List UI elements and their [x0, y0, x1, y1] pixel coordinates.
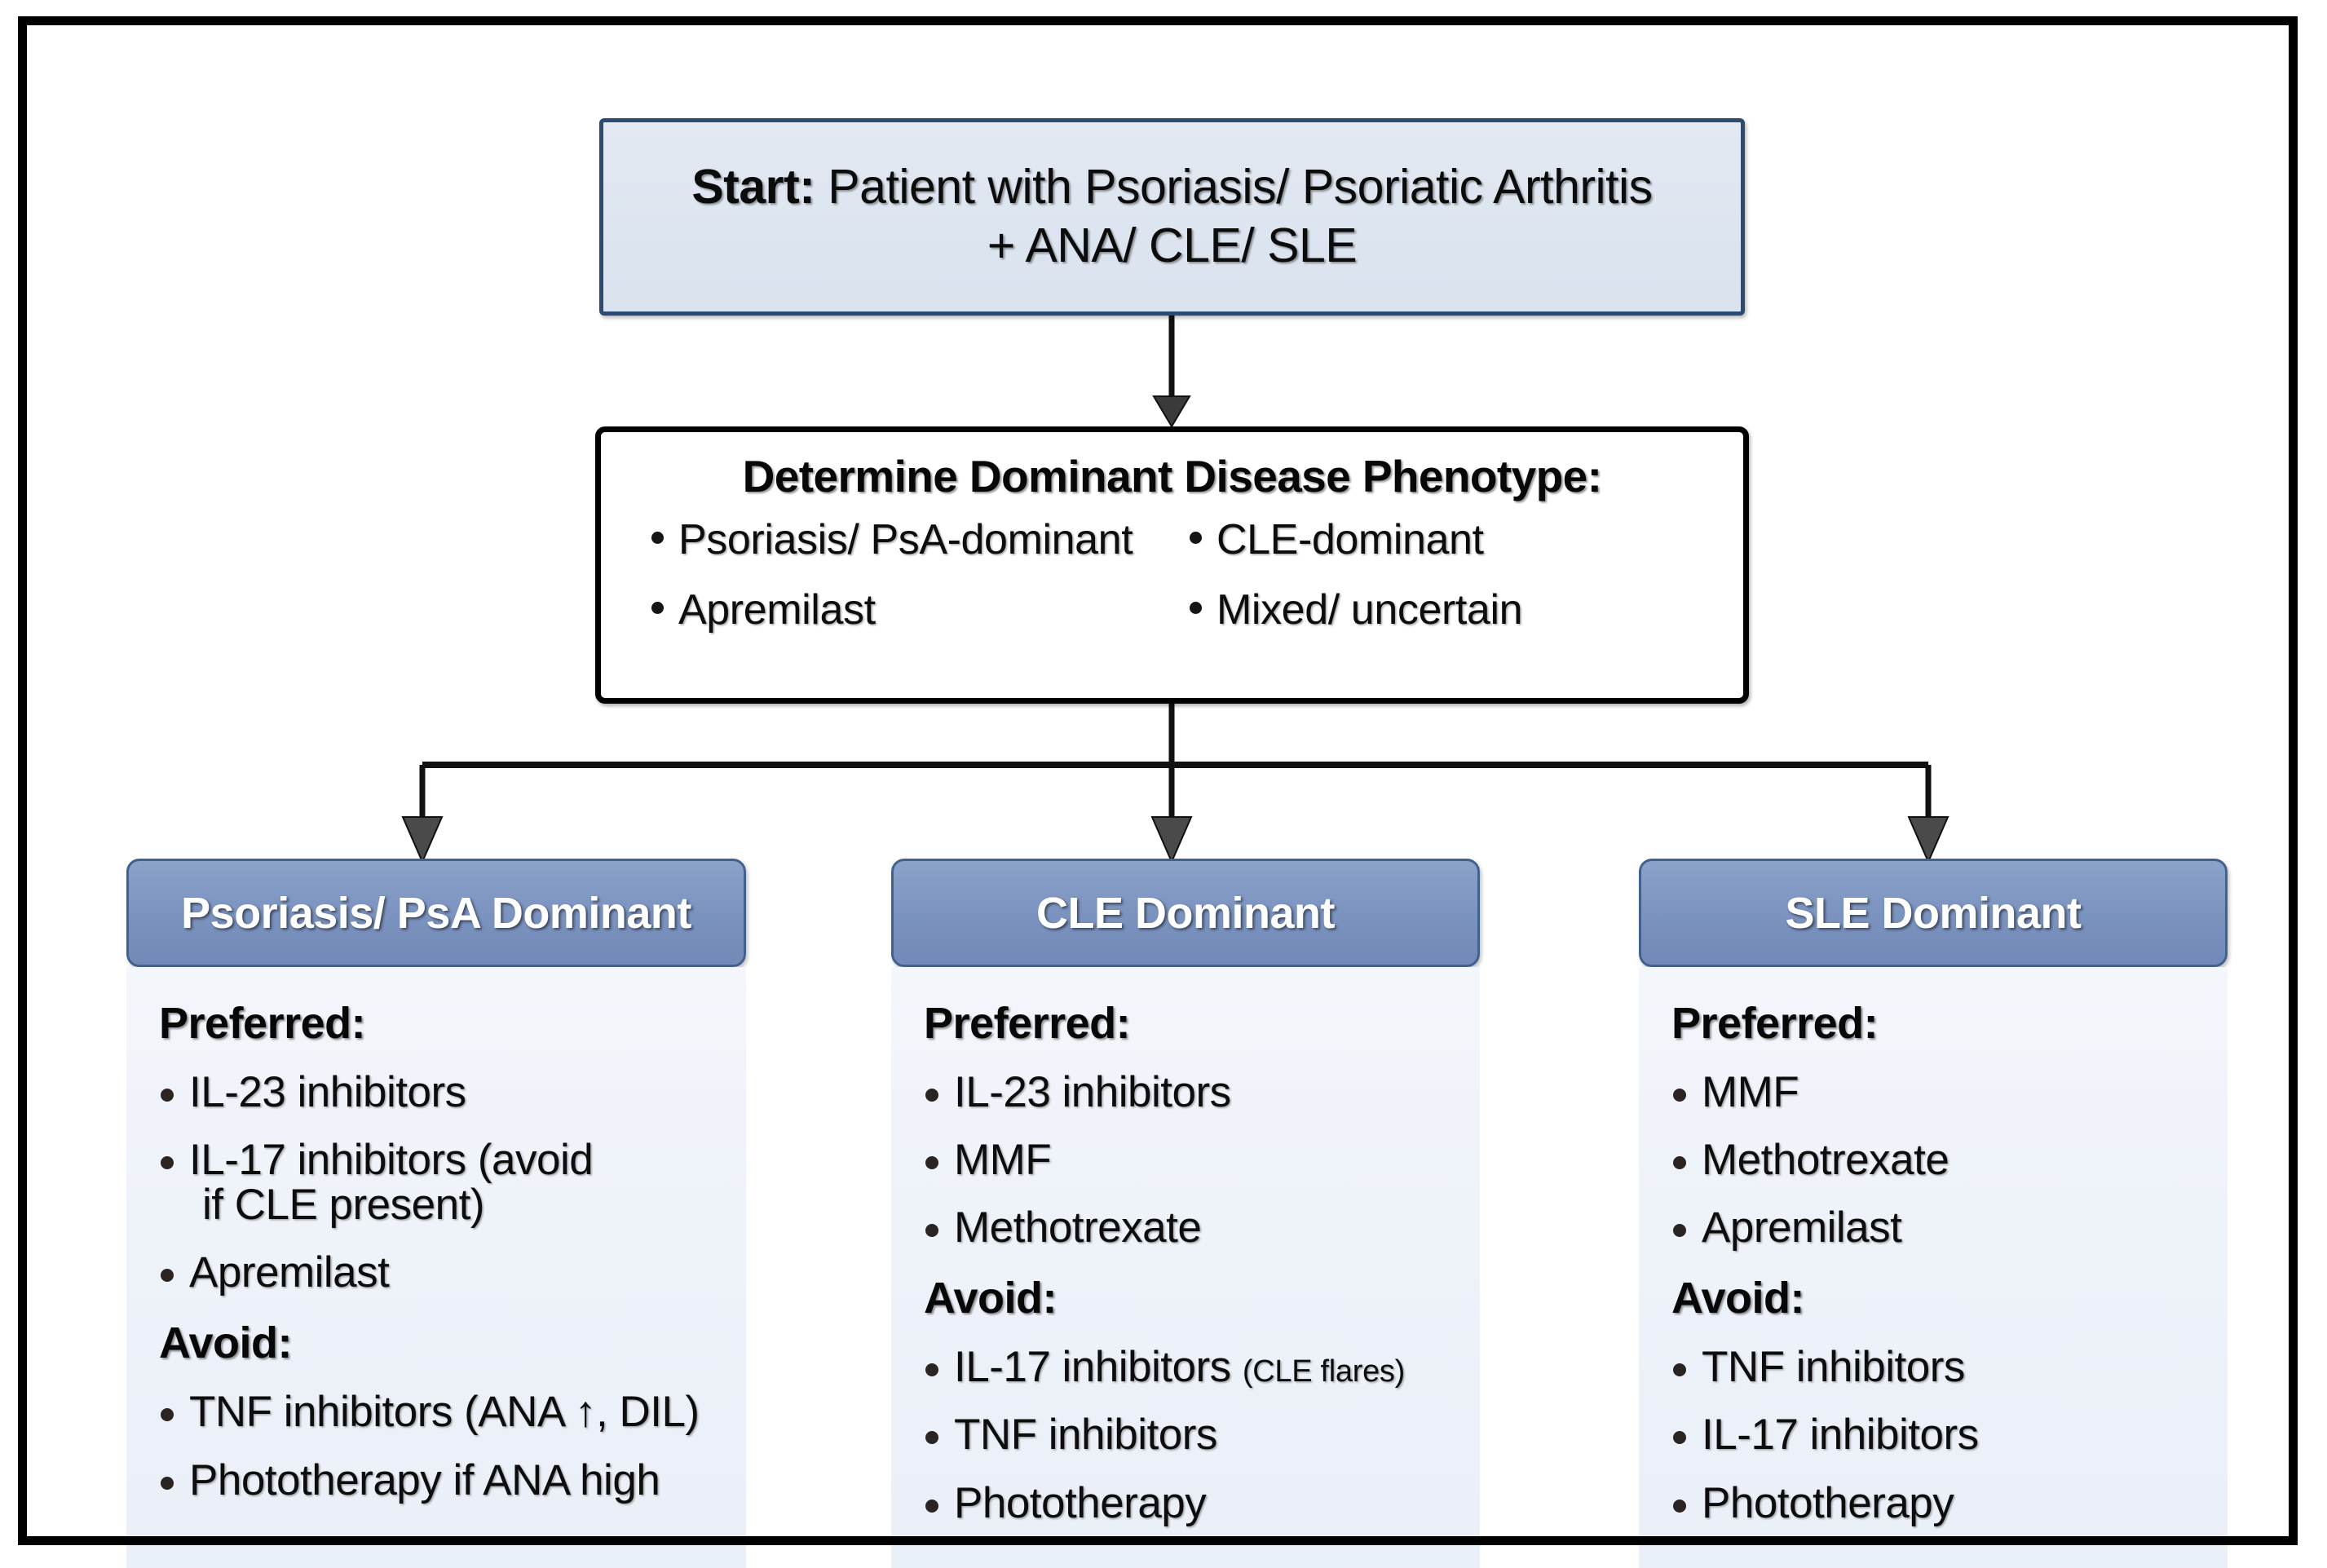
decision-option-label: CLE-dominant: [1216, 516, 1484, 563]
bullet-dot-icon: [1673, 1499, 1686, 1513]
bullet-dot-icon: [161, 1089, 174, 1102]
decision-title: Determine Dominant Disease Phenotype:: [742, 451, 1602, 501]
list-item: IL-17 inhibitors: [1673, 1411, 2228, 1460]
bullet-dot-icon: [1673, 1363, 1686, 1377]
treatment-label: Phototherapy: [1702, 1478, 1954, 1527]
treatment-label: TNF inhibitors: [954, 1411, 1217, 1460]
frame-bottom-edge: [18, 1536, 2298, 1545]
list-item: Mixed/ uncertain: [1190, 589, 1695, 631]
list-item: IL-23 inhibitors: [925, 1070, 1480, 1115]
column-header-psoriasis: Psoriasis/ PsA Dominant: [126, 859, 746, 967]
bullet-dot-icon: [1673, 1156, 1686, 1170]
list-item: MMF: [1673, 1070, 2228, 1115]
treatment-label: IL-23 inhibitors: [189, 1068, 466, 1116]
treatment-label: IL-17 inhibitors (CLE flares): [954, 1345, 1405, 1389]
treatment-label: TNF inhibitors: [1702, 1343, 1965, 1392]
decision-option-label: Apremilast: [678, 586, 876, 634]
avoid-heading: Avoid:: [924, 1274, 1057, 1323]
start-label-rest: Patient with Psoriasis/ Psoriatic Arthri…: [815, 160, 1653, 214]
list-item: Phototherapy: [925, 1478, 1480, 1527]
list-item: Phototherapy if ANA high: [161, 1455, 746, 1504]
bullet-dot-icon: [925, 1089, 938, 1102]
list-item: Psoriasis/ PsA-dominant: [651, 519, 1190, 561]
frame-right-edge: [2289, 16, 2298, 1545]
bullet-dot-icon: [925, 1363, 938, 1377]
treatment-label: Apremilast: [1702, 1204, 1902, 1252]
bullet-dot-icon: [161, 1408, 174, 1422]
list-item: TNF inhibitors: [925, 1411, 1480, 1460]
column-header-label: Psoriasis/ PsA Dominant: [181, 888, 691, 938]
decision-options-right: CLE-dominant Mixed/ uncertain: [1190, 519, 1695, 659]
list-item: Apremilast: [651, 589, 1190, 631]
treatment-label: Phototherapy if ANA high: [189, 1455, 660, 1504]
treatment-label-main: IL-17 inhibitors (avoid: [189, 1136, 594, 1185]
treatment-label: Apremilast: [189, 1248, 390, 1297]
bullet-dot-icon: [161, 1269, 174, 1283]
bullet-dot-icon: [1190, 532, 1202, 544]
list-item: Methotrexate: [1673, 1137, 2228, 1182]
column-body-sle: Preferred: MMF Methotrexate Apremilast A…: [1639, 967, 2228, 1568]
avoid-heading: Avoid:: [159, 1318, 292, 1368]
decision-options: Psoriasis/ PsA-dominant Apremilast CLE-d…: [634, 519, 1711, 659]
bullet-dot-icon: [925, 1156, 938, 1170]
treatment-label: MMF: [954, 1136, 1052, 1185]
column-header-sle: SLE Dominant: [1639, 859, 2228, 967]
list-item: Apremilast: [161, 1250, 746, 1295]
list-item: Methotrexate: [925, 1205, 1480, 1250]
start-line-2: + ANA/ CLE/ SLE: [987, 219, 1358, 272]
preferred-heading: Preferred:: [924, 999, 1131, 1048]
treatment-label: IL-23 inhibitors: [954, 1068, 1231, 1116]
bullet-dot-icon: [161, 1156, 174, 1170]
treatment-label: Methotrexate: [954, 1204, 1202, 1252]
column-header-cle: CLE Dominant: [891, 859, 1480, 967]
list-item: TNF inhibitors (ANA ↑, DIL): [161, 1388, 746, 1437]
treatment-label-cont: if CLE present): [202, 1181, 484, 1230]
list-item: MMF: [925, 1137, 1480, 1182]
bullet-dot-icon: [925, 1499, 938, 1513]
bullet-dot-icon: [925, 1224, 938, 1238]
preferred-heading: Preferred:: [1671, 999, 1879, 1048]
bullet-dot-icon: [651, 602, 664, 614]
avoid-heading: Avoid:: [1671, 1274, 1804, 1323]
frame-left-edge: [18, 16, 27, 1545]
list-item: CLE-dominant: [1190, 519, 1695, 561]
treatment-label: TNF inhibitors (ANA ↑, DIL): [189, 1388, 700, 1437]
bullet-dot-icon: [1673, 1431, 1686, 1445]
list-item: Apremilast: [1673, 1205, 2228, 1250]
column-body-psoriasis: Preferred: IL-23 inhibitors IL-17 inhibi…: [126, 967, 746, 1568]
bullet-dot-icon: [161, 1476, 174, 1490]
list-item: IL-23 inhibitors: [161, 1070, 746, 1115]
list-item: TNF inhibitors: [1673, 1345, 2228, 1389]
outcome-column-cle: CLE Dominant Preferred: IL-23 inhibitors…: [891, 859, 1480, 1568]
treatment-label: MMF: [1702, 1068, 1799, 1116]
treatment-label: Phototherapy: [954, 1478, 1207, 1527]
treatment-label-main: IL-17 inhibitors: [954, 1343, 1243, 1392]
decision-option-label: Psoriasis/ PsA-dominant: [678, 516, 1133, 563]
column-header-label: CLE Dominant: [1036, 888, 1336, 938]
bullet-dot-icon: [1673, 1089, 1686, 1102]
column-header-label: SLE Dominant: [1785, 888, 2082, 938]
treatment-label: IL-17 inhibitors: [1702, 1411, 1979, 1460]
decision-option-label: Mixed/ uncertain: [1216, 586, 1523, 634]
list-item: IL-17 inhibitors (CLE flares): [925, 1345, 1480, 1389]
outcome-column-sle: SLE Dominant Preferred: MMF Methotrexate…: [1639, 859, 2228, 1568]
bullet-dot-icon: [925, 1431, 938, 1445]
preferred-heading: Preferred:: [159, 999, 366, 1048]
list-item: Phototherapy: [1673, 1478, 2228, 1527]
outcome-column-psoriasis: Psoriasis/ PsA Dominant Preferred: IL-23…: [126, 859, 746, 1568]
start-line-1: Start: Patient with Psoriasis/ Psoriatic…: [691, 158, 1653, 217]
bullet-dot-icon: [651, 532, 664, 544]
decision-node: Determine Dominant Disease Phenotype: Ps…: [595, 426, 1749, 704]
treatment-label: Methotrexate: [1702, 1136, 1949, 1185]
start-label-bold: Start:: [691, 160, 815, 214]
bullet-dot-icon: [1673, 1224, 1686, 1238]
start-node: Start: Patient with Psoriasis/ Psoriatic…: [599, 118, 1745, 316]
decision-options-left: Psoriasis/ PsA-dominant Apremilast: [651, 519, 1190, 659]
column-body-cle: Preferred: IL-23 inhibitors MMF Methotre…: [891, 967, 1480, 1568]
treatment-label-note: (CLE flares): [1242, 1354, 1405, 1389]
bullet-dot-icon: [1190, 602, 1202, 614]
